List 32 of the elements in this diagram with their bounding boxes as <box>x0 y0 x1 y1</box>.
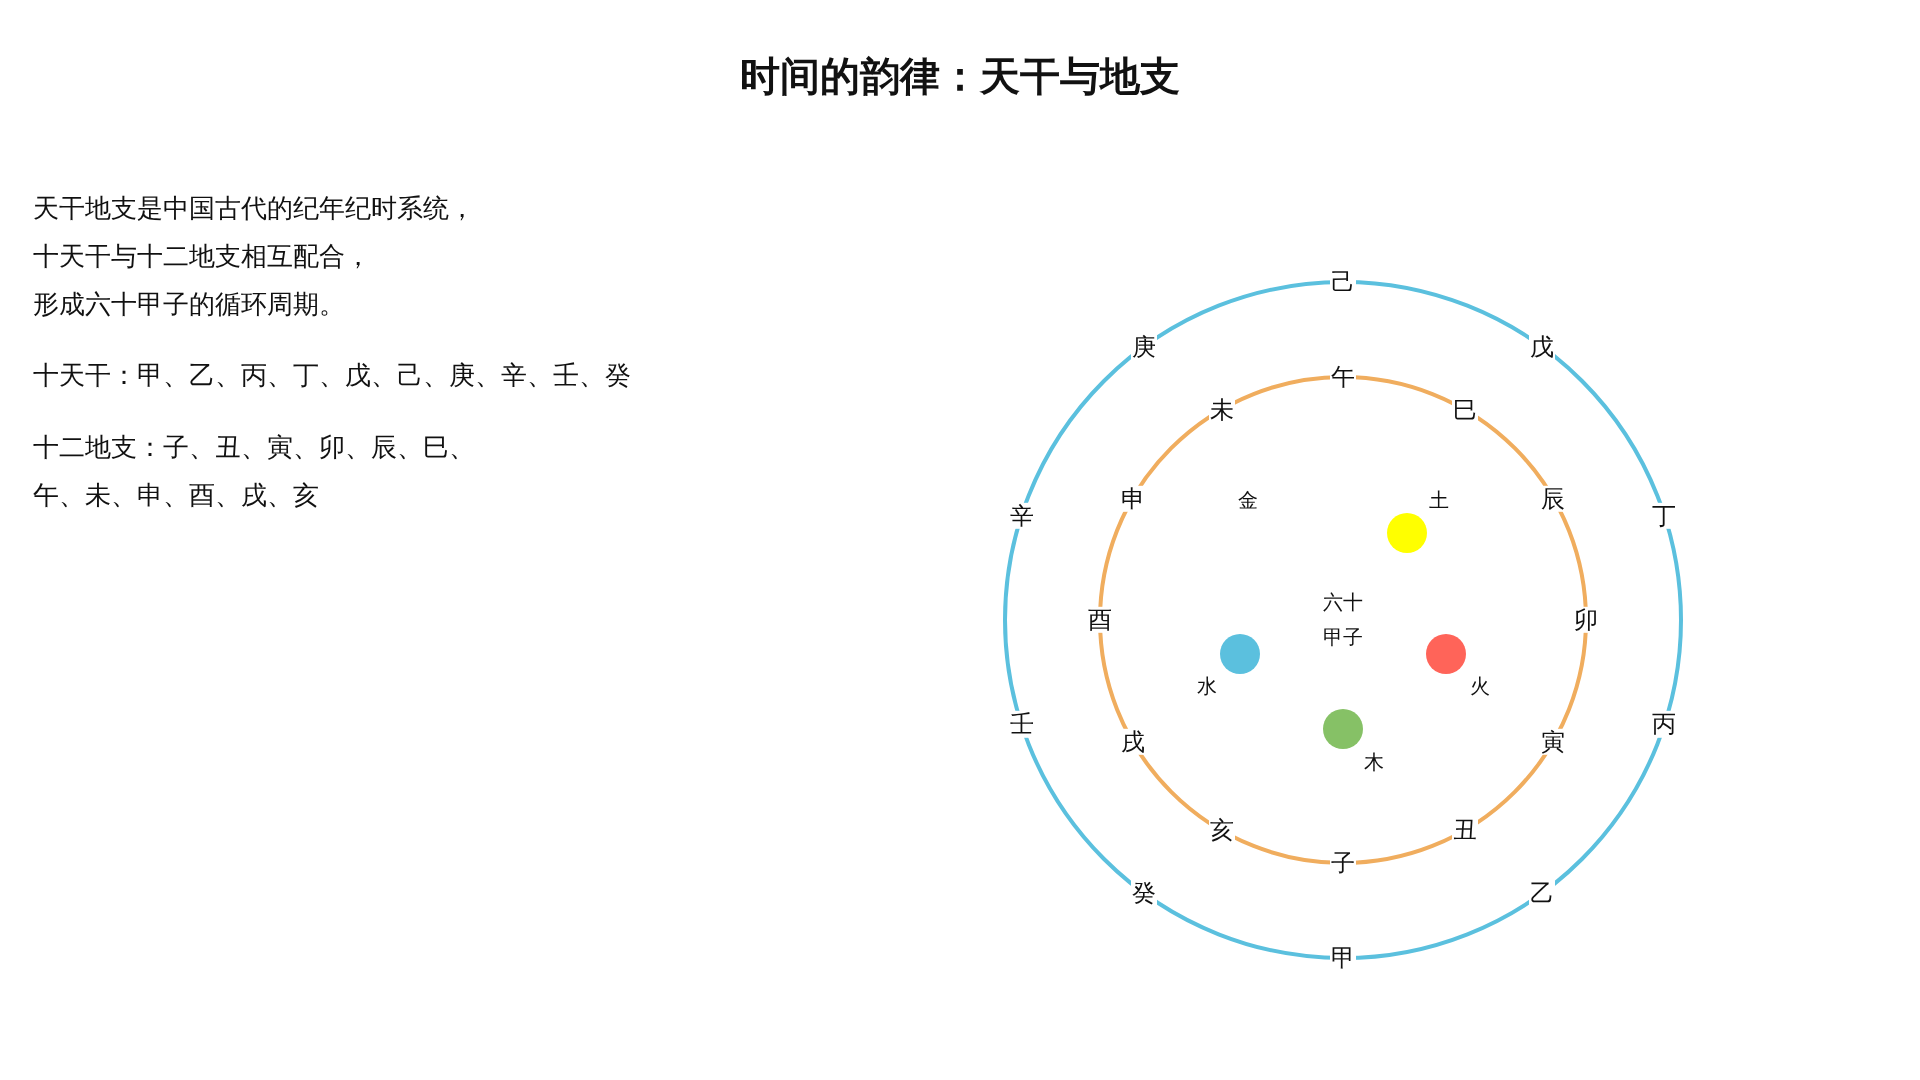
list-text: 十天干：甲、乙、丙、丁、戊、己、庚、辛、壬、癸 <box>33 360 631 392</box>
stem-label: 乙 <box>1528 880 1555 907</box>
paragraph-line: 形成六十甲子的循环周期。 <box>33 289 345 321</box>
stem-label: 壬 <box>1008 711 1035 738</box>
branch-label: 午 <box>1330 363 1356 391</box>
branch-label: 辰 <box>1540 485 1567 512</box>
element-label: 金 <box>1238 488 1258 512</box>
stem-label: 丙 <box>1651 711 1678 738</box>
branch-label: 寅 <box>1540 728 1567 755</box>
title: 时间的韵律：天干与地支 <box>739 52 1181 100</box>
branch-label: 申 <box>1119 485 1146 512</box>
branch-label: 子 <box>1330 849 1356 877</box>
element-label: 土 <box>1429 488 1449 512</box>
element-label: 水 <box>1197 674 1217 698</box>
element-label: 火 <box>1470 674 1490 698</box>
stem-label: 甲 <box>1330 944 1356 972</box>
paragraph-line: 十天干与十二地支相互配合， <box>33 241 371 273</box>
stem-label: 庚 <box>1131 333 1158 360</box>
center-label: 六十甲子 <box>1322 589 1364 651</box>
branch-label: 亥 <box>1208 817 1235 844</box>
paragraph-line: 天干地支是中国古代的纪年纪时系统， <box>33 193 475 225</box>
stem-label: 戊 <box>1528 333 1555 360</box>
branch-label: 卯 <box>1573 606 1599 634</box>
branch-label: 酉 <box>1087 606 1113 634</box>
element-label: 木 <box>1364 750 1384 774</box>
stem-label: 辛 <box>1008 502 1035 529</box>
list-text: 十二地支：子、丑、寅、卯、辰、巳、 <box>33 432 475 464</box>
branch-label: 未 <box>1208 396 1235 423</box>
stem-label: 丁 <box>1651 502 1678 529</box>
stem-label: 癸 <box>1131 880 1158 907</box>
paragraph-line: 午、未、申、酉、戌、亥 <box>33 480 319 512</box>
branch-label: 戌 <box>1119 728 1146 755</box>
